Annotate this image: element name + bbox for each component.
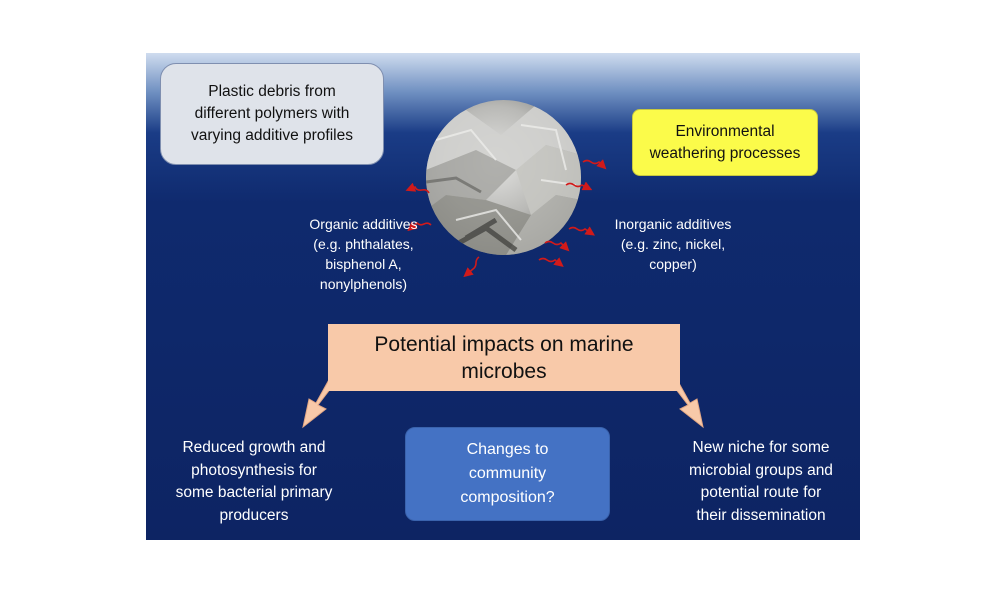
- reduced-growth-line: photosynthesis for: [154, 460, 354, 483]
- new-niche-line: microbial groups and: [666, 460, 856, 483]
- reduced-growth-line: producers: [154, 505, 354, 528]
- community-composition-box: Changes to community composition?: [405, 427, 610, 521]
- reduced-growth-line: Reduced growth and: [154, 437, 354, 460]
- new-niche-label: New niche for some microbial groups and …: [666, 437, 856, 527]
- reduced-growth-label: Reduced growth and photosynthesis for so…: [154, 437, 354, 527]
- potential-impacts-line: microbes: [374, 358, 633, 385]
- diagram-panel: Plastic debris from different polymers w…: [146, 53, 860, 540]
- community-composition-line: Changes to: [460, 438, 554, 462]
- new-niche-line: New niche for some: [666, 437, 856, 460]
- new-niche-line: potential route for: [666, 482, 856, 505]
- potential-impacts-line: Potential impacts on marine: [374, 331, 633, 358]
- reduced-growth-line: some bacterial primary: [154, 482, 354, 505]
- community-composition-line: community: [460, 462, 554, 486]
- potential-impacts-box: Potential impacts on marine microbes: [328, 324, 680, 391]
- new-niche-line: their dissemination: [666, 505, 856, 528]
- community-composition-line: composition?: [460, 486, 554, 510]
